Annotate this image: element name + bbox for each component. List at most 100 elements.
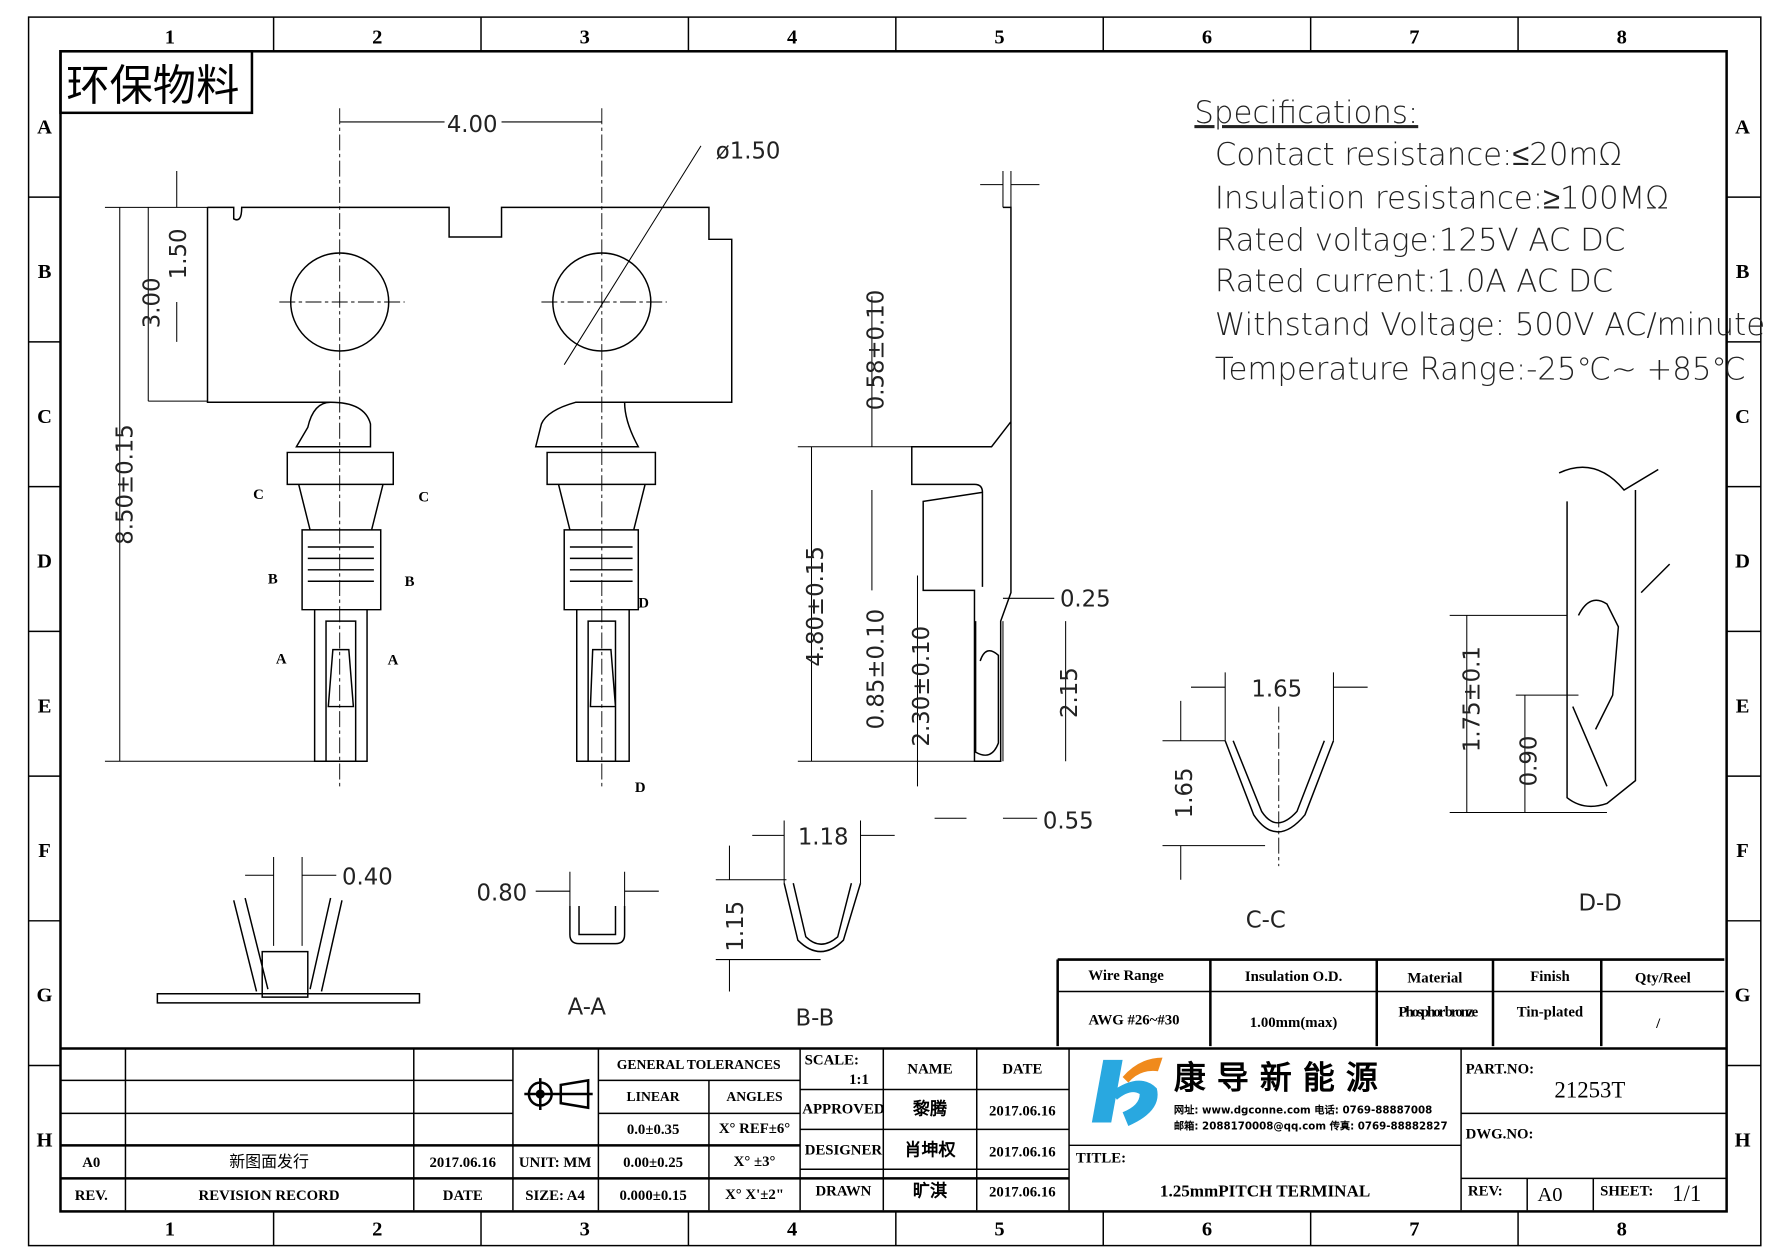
dim-4.80: 4.80±0.15	[803, 546, 829, 667]
zone-row: H	[37, 1129, 53, 1151]
zone-row: G	[1735, 985, 1751, 1007]
terminal-end-view: 0.40	[156, 856, 421, 1004]
dim-0.90: 0.90	[1516, 736, 1542, 787]
dim-1.18: 1.18	[798, 824, 849, 850]
revision-date: 2017.06.16	[429, 1155, 496, 1171]
zone-col: 2	[372, 1218, 382, 1240]
spec-header: Qty/Reel	[1635, 970, 1691, 986]
revision-date-header: DATE	[443, 1188, 483, 1204]
zone-row: H	[1735, 1129, 1751, 1151]
dim-0.85: 0.85±0.10	[863, 609, 889, 730]
section-mark-d: D	[638, 595, 649, 611]
spec-line: Rated current:1.0A AC DC	[1215, 264, 1613, 300]
role: DRAWN	[815, 1183, 871, 1199]
tolerance-linear: 0.00±0.25	[623, 1155, 683, 1171]
tolerance-angle: X° REF±6°	[719, 1121, 790, 1137]
zone-col: 7	[1409, 1218, 1419, 1240]
zone-col: 4	[787, 26, 797, 48]
signer-name: 旷淇	[913, 1181, 947, 1202]
date-header: DATE	[1002, 1062, 1042, 1078]
dim-0.25: 0.25	[1060, 586, 1111, 612]
zone-row: D	[37, 551, 52, 573]
scale-label: SCALE:	[805, 1052, 859, 1068]
company-contact: 网址: www.dgconne.com 电话: 0769-88887008	[1174, 1103, 1432, 1116]
zone-col: 2	[372, 26, 382, 48]
zone-col: 3	[580, 26, 590, 48]
section-a-a: 0.80 A-A	[476, 871, 659, 1020]
section-c-c: 1.65 1.65 C-C	[1162, 672, 1368, 934]
company-contact: 邮箱: 2088170008@qq.com 传真: 0769-88882827	[1174, 1119, 1448, 1132]
section-mark-c: C	[253, 487, 264, 503]
revision-rev: A0	[82, 1155, 100, 1171]
projection-symbol-icon	[524, 1078, 593, 1110]
spec-value: Tin-plated	[1517, 1005, 1584, 1021]
dim-1.75: 1.75±0.1	[1459, 646, 1485, 752]
zone-row: B	[38, 261, 52, 283]
dim-0.40: 0.40	[342, 864, 393, 890]
zone-row: C	[1735, 406, 1750, 428]
company-name: 康 导 新 能 源	[1174, 1058, 1378, 1096]
tolerances-title: GENERAL TOLERANCES	[617, 1057, 781, 1072]
zone-col: 4	[787, 1218, 797, 1240]
part-label: PART.NO:	[1466, 1062, 1534, 1078]
dwg-label: DWG.NO:	[1466, 1126, 1534, 1142]
dim-1.15: 1.15	[723, 901, 749, 952]
zone-col: 6	[1202, 26, 1212, 48]
title-label: TITLE:	[1076, 1150, 1126, 1166]
zone-dividers	[28, 17, 1761, 1246]
tolerance-angle: X° X'±2"	[725, 1187, 784, 1203]
unit: UNIT: MM	[519, 1155, 591, 1171]
zone-row: E	[1736, 695, 1750, 717]
zone-col: 6	[1202, 1218, 1212, 1240]
view-label-a-a: A-A	[568, 994, 607, 1020]
section-mark-b: B	[405, 574, 415, 590]
zone-col: 5	[994, 1218, 1004, 1240]
spec-value: Phosphor bronze	[1398, 1005, 1478, 1021]
dim-0.80: 0.80	[476, 880, 527, 906]
dim-diameter-1.50: ø1.50	[716, 138, 781, 164]
spec-line: Temperature Range:-25℃~ +85℃	[1215, 351, 1746, 387]
spec-header: Wire Range	[1088, 968, 1164, 984]
spec-header: Material	[1407, 970, 1462, 986]
revision-rev-header: REV.	[75, 1188, 108, 1204]
spec-header: Finish	[1530, 969, 1569, 985]
company-logo-icon	[1091, 1057, 1163, 1126]
sheet-value: 1/1	[1672, 1181, 1701, 1206]
spec-table: Wire Range Insulation O.D. Material Fini…	[1056, 958, 1725, 1047]
specifications: Specifications: Contact resistance:≤20mΩ…	[1194, 95, 1765, 387]
zone-col: 8	[1617, 26, 1627, 48]
zone-row: A	[1735, 116, 1750, 138]
dim-0.55: 0.55	[1043, 809, 1094, 835]
section-mark-b: B	[268, 571, 278, 587]
zone-col: 7	[1409, 26, 1419, 48]
section-mark-a: A	[276, 651, 287, 667]
section-mark-a: A	[388, 652, 399, 668]
spec-line: Rated voltage:125V AC DC	[1215, 223, 1625, 259]
spec-header: Insulation O.D.	[1245, 969, 1343, 985]
zone-row: G	[37, 985, 53, 1007]
view-label-b-b: B-B	[796, 1006, 835, 1032]
view-label-d-d: D-D	[1578, 891, 1621, 917]
terminal-side-view: 0.58±0.10 4.80±0.15 0.85±0.10 2.30±0.10 …	[797, 170, 1111, 835]
tolerances-linear: LINEAR	[627, 1089, 680, 1104]
zone-row: E	[38, 695, 52, 717]
spec-value: 1.00mm(max)	[1250, 1015, 1338, 1031]
section-mark-d: D	[635, 780, 646, 796]
dim-1.65-width: 1.65	[1251, 676, 1302, 702]
dim-3.00: 3.00	[140, 277, 166, 328]
tolerance-angle: X° ±3°	[734, 1154, 776, 1170]
revision-record: 新图面发行	[229, 1152, 309, 1171]
role: DESIGNER	[805, 1142, 883, 1158]
size: SIZE: A4	[525, 1188, 585, 1204]
spec-line: Insulation resistance:≥100MΩ	[1215, 181, 1669, 217]
spec-title: Specifications:	[1194, 95, 1418, 131]
section-b-b: 1.18 1.15 B-B	[715, 820, 895, 1032]
zone-row: B	[1736, 261, 1750, 283]
eco-label: 环保物料	[66, 61, 239, 111]
section-d-d: 1.75±0.1 0.90 D-D	[1449, 466, 1671, 917]
dim-2.15: 2.15	[1057, 667, 1083, 718]
name-header: NAME	[907, 1062, 952, 1078]
spec-value: /	[1655, 1016, 1661, 1032]
view-label-c-c: C-C	[1246, 908, 1286, 934]
